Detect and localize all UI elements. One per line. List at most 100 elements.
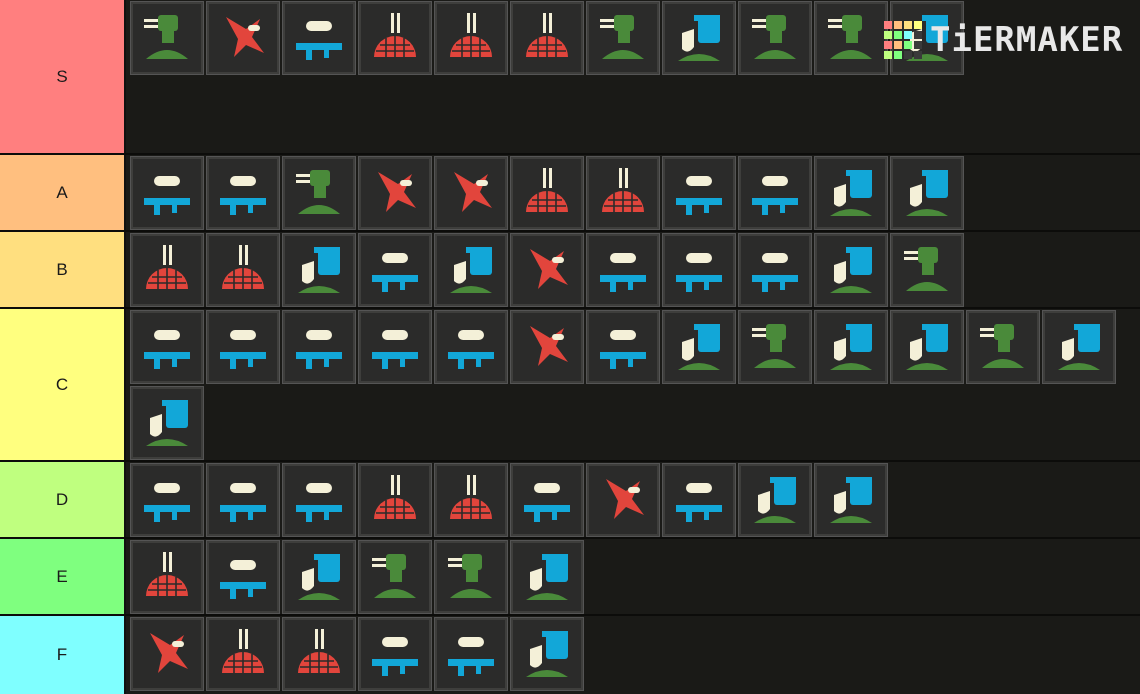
tier-item[interactable]: [206, 463, 280, 537]
tier-label[interactable]: A: [0, 155, 126, 230]
tier-item[interactable]: [1042, 310, 1116, 384]
tier-item[interactable]: [282, 463, 356, 537]
anti-personnel-mines-icon: [136, 390, 198, 457]
tier-item[interactable]: [586, 310, 660, 384]
tier-item[interactable]: [814, 156, 888, 230]
scythe-icon: [288, 314, 350, 381]
tier-item[interactable]: [510, 617, 584, 691]
tier-item[interactable]: [510, 540, 584, 614]
tier-item[interactable]: [130, 540, 204, 614]
tier-item[interactable]: [130, 233, 204, 307]
tier-item[interactable]: [282, 310, 356, 384]
tier-item[interactable]: [738, 233, 812, 307]
tier-item[interactable]: [586, 463, 660, 537]
tier-item[interactable]: [130, 386, 204, 460]
tier-item[interactable]: [510, 156, 584, 230]
tier-divider: [0, 153, 1140, 155]
tier-item[interactable]: [358, 1, 432, 75]
tier-item[interactable]: [206, 1, 280, 75]
guard-dog-icon: [668, 314, 730, 381]
tier-item[interactable]: [130, 310, 204, 384]
tier-item[interactable]: [510, 233, 584, 307]
tier-item[interactable]: [434, 540, 508, 614]
tier-item[interactable]: [434, 463, 508, 537]
orbital-walking-barrage-icon: [516, 160, 578, 227]
recoilless-rifle-icon: [288, 5, 350, 72]
shield-generator-icon: [516, 544, 578, 611]
tier-item[interactable]: [206, 156, 280, 230]
tier-items: [126, 309, 1140, 460]
tier-divider: [0, 307, 1140, 309]
ems-mortar-icon: [136, 314, 198, 381]
tier-divider: [0, 230, 1140, 232]
tier-item[interactable]: [282, 617, 356, 691]
tier-item[interactable]: [662, 1, 736, 75]
tier-item[interactable]: [358, 463, 432, 537]
tier-item[interactable]: [206, 310, 280, 384]
tier-item[interactable]: [814, 233, 888, 307]
tier-item[interactable]: [966, 310, 1040, 384]
anti-tank-sentry-icon: [440, 544, 502, 611]
tier-item[interactable]: [890, 310, 964, 384]
tier-item[interactable]: [358, 156, 432, 230]
tier-row-f: F: [0, 616, 1140, 694]
eagle-cluster-icon: [364, 160, 426, 227]
tier-item[interactable]: [130, 156, 204, 230]
tier-item[interactable]: [662, 463, 736, 537]
tier-item[interactable]: [358, 233, 432, 307]
tier-item[interactable]: [510, 1, 584, 75]
tier-label[interactable]: E: [0, 539, 126, 614]
tier-item[interactable]: [130, 617, 204, 691]
tier-item[interactable]: [586, 1, 660, 75]
tier-item[interactable]: [434, 233, 508, 307]
tier-item[interactable]: [130, 463, 204, 537]
tier-item[interactable]: [890, 1, 964, 75]
tier-item[interactable]: [130, 1, 204, 75]
tier-item[interactable]: [510, 310, 584, 384]
tier-item[interactable]: [738, 1, 812, 75]
tier-item[interactable]: [206, 617, 280, 691]
autocannon-sentry-icon: [592, 5, 654, 72]
tier-item[interactable]: [434, 1, 508, 75]
tier-item[interactable]: [814, 310, 888, 384]
tier-item[interactable]: [434, 617, 508, 691]
rocket-sentry-icon: [744, 5, 806, 72]
tier-item[interactable]: [358, 310, 432, 384]
tier-item[interactable]: [282, 156, 356, 230]
tier-label[interactable]: B: [0, 232, 126, 307]
tier-item[interactable]: [586, 233, 660, 307]
tier-item[interactable]: [662, 233, 736, 307]
orbital-railcannon-icon: [440, 467, 502, 534]
tier-item[interactable]: [814, 1, 888, 75]
tier-item[interactable]: [738, 156, 812, 230]
tier-item[interactable]: [890, 156, 964, 230]
tier-item[interactable]: [358, 617, 432, 691]
tier-items: [126, 462, 1140, 537]
tier-item[interactable]: [738, 310, 812, 384]
tier-item[interactable]: [434, 310, 508, 384]
tier-item[interactable]: [206, 233, 280, 307]
tier-item[interactable]: [510, 463, 584, 537]
tier-item[interactable]: [814, 463, 888, 537]
tier-item[interactable]: [662, 310, 736, 384]
tier-item[interactable]: [206, 540, 280, 614]
machine-gun-icon: [516, 467, 578, 534]
tier-label[interactable]: D: [0, 462, 126, 537]
expendable-at-icon: [440, 314, 502, 381]
tier-item[interactable]: [434, 156, 508, 230]
shield-relay-icon: [288, 237, 350, 304]
tier-item[interactable]: [662, 156, 736, 230]
tier-item[interactable]: [282, 233, 356, 307]
tier-item[interactable]: [586, 156, 660, 230]
tier-item[interactable]: [282, 1, 356, 75]
tier-item[interactable]: [738, 463, 812, 537]
orbital-emp-strike-icon: [288, 621, 350, 688]
tier-label[interactable]: S: [0, 0, 126, 153]
tier-item[interactable]: [358, 540, 432, 614]
tier-label[interactable]: C: [0, 309, 126, 460]
tier-divider: [0, 614, 1140, 616]
tier-label[interactable]: F: [0, 616, 126, 694]
eagle-rocket-pods-icon: [440, 160, 502, 227]
tier-item[interactable]: [282, 540, 356, 614]
tier-item[interactable]: [890, 233, 964, 307]
